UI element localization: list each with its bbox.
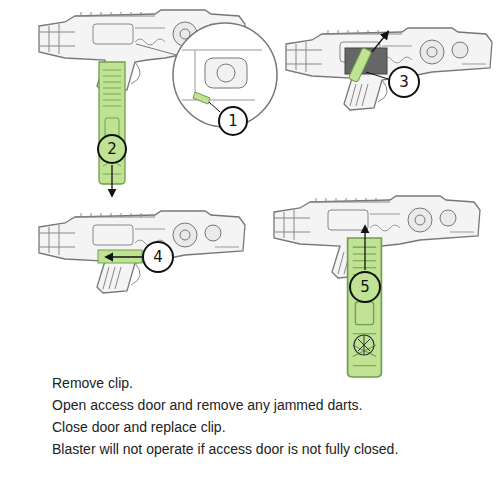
instruction-note: Blaster will not operate if access door … [52,440,398,458]
instruction-note: Open access door and remove any jammed d… [52,396,363,414]
callout-circle: 5 [349,271,381,303]
callout-number: 4 [153,250,163,265]
instruction-note: Remove clip. [52,374,133,392]
callout-number: 1 [228,114,238,129]
instruction-note: Close door and replace clip. [52,418,226,436]
callout-number: 3 [399,75,409,90]
callout-number: 2 [107,142,117,157]
callout-number: 5 [360,280,370,295]
callout-circle: 2 [97,134,127,164]
callout-circle: 3 [388,66,420,98]
callout-circle: 1 [218,106,248,136]
callout-circle: 4 [142,241,174,273]
